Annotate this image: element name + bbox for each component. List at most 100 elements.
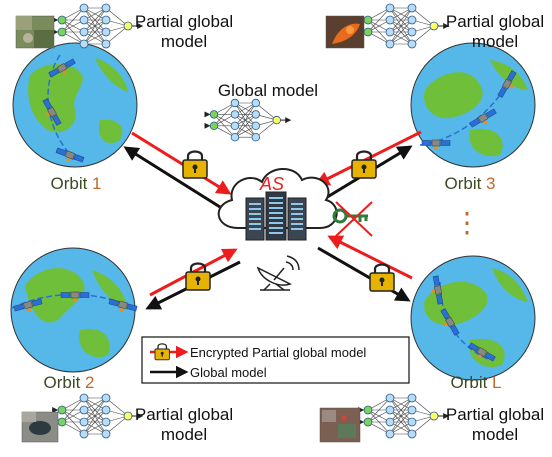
network-node (230, 110, 240, 119)
padlock-icon (182, 150, 208, 179)
legend-encrypted-swatch (150, 343, 189, 361)
padlock-icon (369, 263, 395, 292)
server-rack-icon (245, 191, 307, 241)
network-node (429, 411, 439, 421)
satellite-image-thumbnail-2 (21, 411, 59, 443)
orbit-label-2: Orbit 2 (43, 373, 94, 392)
padlock-keyhole (195, 276, 201, 282)
more-orbits-ellipsis: ⋮ (453, 207, 481, 238)
network-edge (83, 7, 107, 45)
network-node (407, 393, 417, 403)
network-edge (234, 114, 257, 138)
padlock-icon (185, 262, 211, 291)
network-node (407, 417, 417, 427)
network-edge (105, 25, 129, 45)
network-node (363, 417, 373, 427)
network-node (209, 121, 219, 130)
network-edge (234, 102, 257, 127)
satellite-image-thumbnail-L (319, 407, 361, 443)
network-node (101, 3, 111, 13)
network-node (230, 98, 240, 108)
network-node (57, 15, 67, 25)
network-edge (105, 415, 129, 435)
network-edge (255, 119, 277, 138)
network-node (251, 133, 260, 142)
server-label: AS (259, 174, 284, 194)
network-node (230, 133, 240, 142)
network-node (251, 110, 260, 119)
network-node (101, 417, 111, 427)
network-node (251, 98, 260, 108)
network-edge (83, 409, 107, 435)
network-node (209, 110, 219, 119)
legend-encrypted-label: Encrypted Partial global model (190, 345, 366, 360)
partial-model-network-bottom-right (358, 393, 450, 439)
network-node (429, 21, 439, 31)
network-node (101, 27, 111, 37)
network-node (385, 3, 395, 13)
globe-orbit-2 (10, 247, 138, 373)
partial-model-network-top-right (358, 3, 450, 49)
network-node (407, 27, 417, 37)
network-node (79, 15, 89, 25)
crossed-key-icon (332, 201, 373, 237)
network-node (57, 27, 67, 37)
network-node (230, 121, 240, 130)
network-edge (105, 397, 129, 417)
network-edge (411, 25, 435, 45)
cloud-server: AS (217, 168, 338, 241)
network-node (272, 115, 281, 125)
network-node (101, 393, 111, 403)
orbit-label-1: Orbit 1 (50, 174, 101, 193)
satellite-dish-icon (256, 255, 300, 291)
network-node (385, 417, 395, 427)
network-node (363, 27, 373, 37)
padlock-shackle (355, 150, 373, 160)
network-edge (61, 397, 85, 423)
network-node (123, 21, 133, 31)
network-node (79, 405, 89, 415)
network-node (407, 3, 417, 13)
network-node (407, 429, 417, 439)
orbit-label-L: Orbit L (450, 373, 501, 392)
partial-model-network-top-left (52, 3, 144, 49)
network-edge (234, 102, 257, 138)
network-node (363, 15, 373, 25)
network-node (407, 39, 417, 49)
network-edge (213, 102, 236, 127)
network-edge (83, 397, 107, 423)
orbit-label-3: Orbit 3 (444, 174, 495, 193)
network-edge (411, 7, 435, 27)
network-node (385, 429, 395, 439)
network-node (123, 411, 133, 421)
globe-orbit-3 (410, 42, 536, 168)
padlock-keyhole (361, 164, 367, 170)
network-node (251, 121, 260, 130)
padlock-keyhole (192, 164, 198, 170)
padlock-keyhole (379, 277, 385, 283)
network-node (79, 39, 89, 49)
padlock-shackle (157, 343, 168, 349)
network-edge (367, 7, 391, 33)
network-node (385, 39, 395, 49)
network-edge (389, 7, 413, 33)
network-node (407, 405, 417, 415)
network-edge (389, 409, 413, 435)
padlock-shackle (373, 263, 391, 273)
network-node (79, 429, 89, 439)
network-node (57, 417, 67, 427)
network-edge (105, 7, 129, 27)
globe-orbit-1 (12, 42, 138, 168)
padlock-keyhole (160, 351, 164, 355)
network-node (79, 27, 89, 37)
network-edge (389, 397, 413, 423)
network-edge (367, 397, 391, 423)
network-edge (389, 7, 413, 45)
global-model-label: Global model (218, 81, 318, 100)
network-node (57, 405, 67, 415)
padlock-shackle (189, 262, 207, 272)
